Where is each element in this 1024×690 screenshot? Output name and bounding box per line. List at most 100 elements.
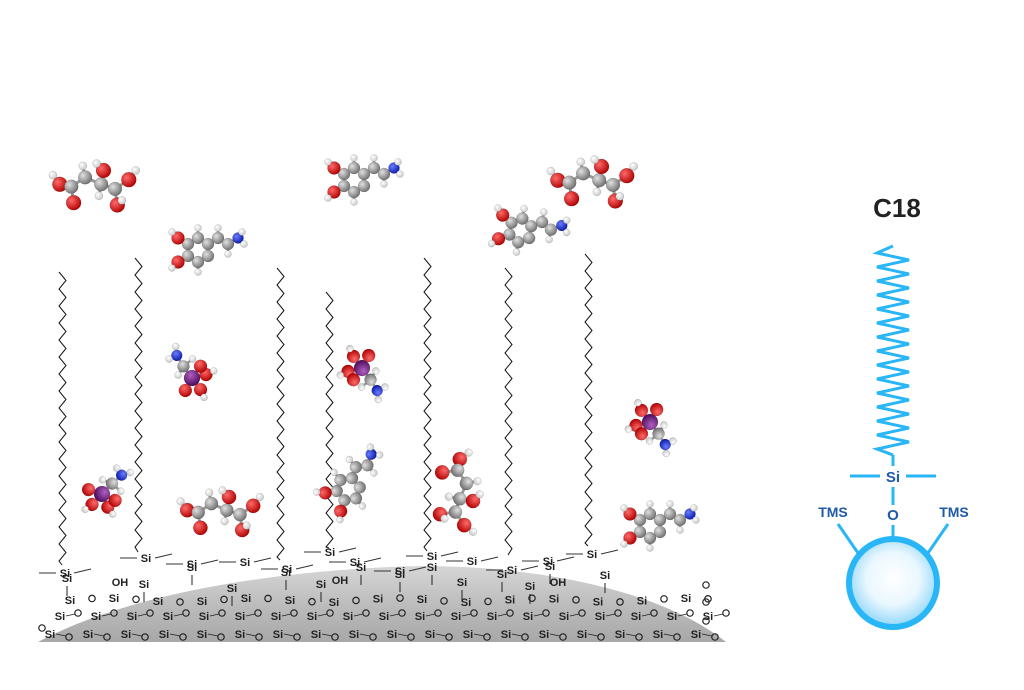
atom — [563, 190, 580, 207]
atom — [358, 502, 367, 510]
atom — [346, 344, 354, 353]
atom — [653, 525, 667, 539]
atom — [327, 161, 341, 175]
atom — [334, 473, 347, 487]
anchor-si-atom: Si — [587, 549, 597, 561]
surface-si-atom: Si — [497, 569, 507, 581]
aminomethylphosphonic-acid-molecule — [165, 342, 218, 402]
atom — [200, 393, 208, 402]
surface-o-atom — [542, 609, 550, 617]
surface-o-atom — [220, 595, 228, 604]
atom — [659, 438, 671, 451]
atom — [238, 228, 246, 236]
atom — [245, 498, 261, 514]
surface-si-atom: Si — [91, 611, 101, 623]
methyl-bond — [440, 551, 459, 557]
atom — [465, 493, 481, 509]
tms-right-label: TMS — [939, 504, 969, 520]
surface-si-atom: Si — [109, 593, 119, 605]
atom — [108, 510, 117, 518]
methyl-bond — [520, 565, 539, 571]
surface-si-atom: Si — [451, 611, 461, 623]
surface-o-atom — [218, 609, 226, 617]
surface-o-atom — [483, 633, 491, 641]
atom — [220, 517, 229, 526]
atom — [224, 250, 232, 258]
surface-hydroxyl: OH — [550, 577, 567, 589]
atom — [219, 503, 234, 518]
surface-si-atom: Si — [197, 629, 207, 641]
anchor-si-atom: Si — [60, 568, 70, 580]
surface-si-atom: Si — [241, 593, 251, 605]
surface-si-atom: Si — [549, 593, 559, 605]
surface-si-atom: Si — [415, 611, 425, 623]
atom — [371, 384, 383, 397]
surface-si-atom: Si — [139, 579, 149, 591]
anchor-si-atom: Si — [395, 566, 405, 578]
atom — [619, 167, 635, 184]
atom — [503, 228, 516, 241]
atom — [336, 371, 344, 379]
atom — [623, 507, 637, 521]
atom — [172, 342, 180, 351]
atom — [450, 463, 465, 478]
surface-o-atom — [308, 597, 316, 606]
surface-si-atom: Si — [691, 629, 701, 641]
atom — [620, 504, 628, 512]
atom — [176, 497, 185, 506]
atom — [692, 516, 700, 524]
tms-left-bond — [836, 523, 860, 554]
atom — [491, 232, 506, 246]
atom — [117, 196, 127, 205]
surface-si-atom: Si — [159, 629, 169, 641]
atom — [350, 198, 358, 206]
c18-o-label: O — [887, 507, 899, 524]
atom — [673, 513, 687, 527]
atom — [546, 166, 556, 176]
atom — [193, 520, 208, 536]
surface-si-atom: Si — [235, 629, 245, 641]
anchor-si-atom: Si — [543, 556, 553, 568]
atom — [338, 494, 351, 507]
surface-si-atom: Si — [285, 595, 295, 607]
atom — [459, 476, 474, 491]
surface-si-atom: Si — [349, 629, 359, 641]
atom — [448, 505, 463, 519]
alkyl-chain — [504, 267, 513, 556]
surface-o-atom — [88, 594, 96, 603]
surface-o-atom — [440, 597, 448, 605]
surface-o-atom — [702, 617, 710, 625]
atom — [107, 181, 123, 197]
surface-o-atom — [362, 609, 370, 617]
surface-o-atom — [290, 609, 298, 617]
surface-hydroxyl: OH — [112, 577, 129, 589]
atom — [77, 170, 93, 185]
atom — [624, 425, 632, 433]
atom — [512, 248, 521, 256]
surface-si-atom: Si — [62, 573, 72, 585]
surface-si-atom: Si — [329, 597, 339, 609]
atom — [643, 531, 657, 545]
malic-acid-molecule — [48, 159, 140, 213]
atom — [201, 249, 215, 263]
surface-o-atom — [673, 633, 681, 641]
anchor-si-atom: Si — [507, 565, 517, 577]
atom — [81, 482, 96, 497]
atom — [381, 383, 389, 391]
atom — [544, 223, 558, 236]
methyl-bond — [154, 553, 173, 559]
dopamine-molecule — [324, 154, 404, 206]
methyl-bond — [253, 557, 272, 563]
surface-si-atom: Si — [463, 629, 473, 641]
surface-o-atom — [103, 633, 111, 641]
surface-si-atom: Si — [395, 569, 405, 581]
atom — [350, 154, 358, 162]
c18-si-label: Si — [886, 469, 900, 486]
atom — [318, 486, 332, 500]
dopamine-molecule — [168, 224, 248, 276]
atom — [98, 476, 107, 484]
atom — [434, 465, 450, 480]
atom — [361, 459, 374, 472]
surface-si-atom: Si — [595, 611, 605, 623]
